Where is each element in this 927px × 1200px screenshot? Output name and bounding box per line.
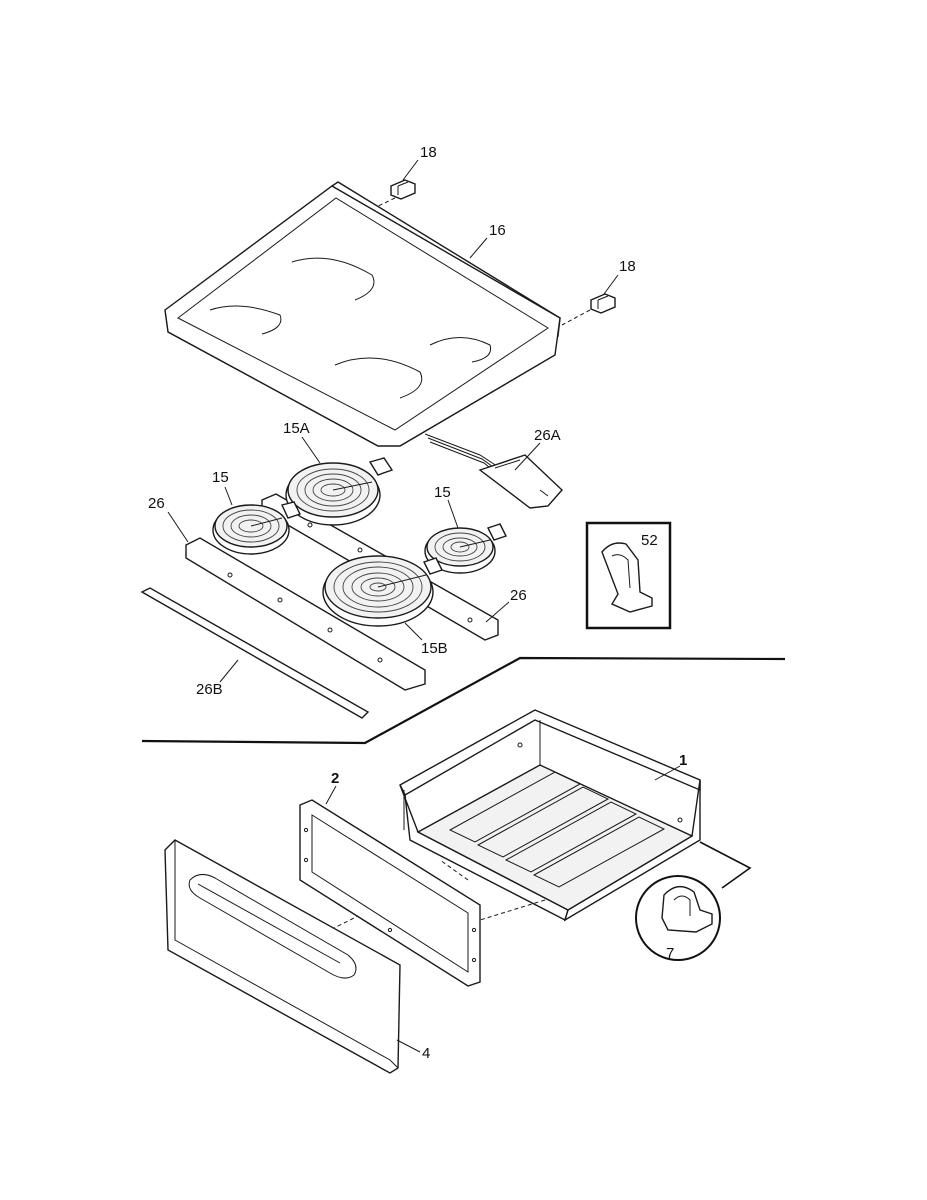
label-4: 4 [422, 1045, 430, 1062]
inset-7-leader [699, 841, 752, 889]
part-18-clip-top [390, 159, 419, 200]
part-15-element-left [212, 486, 301, 555]
part-15-element-right [424, 499, 507, 574]
part-2-drawer-frame [299, 785, 481, 987]
part-52-inset: 52 [585, 521, 672, 630]
label-15A: 15A [283, 420, 310, 437]
label-26B: 26B [196, 681, 223, 698]
part-15B-element [322, 555, 443, 641]
part-26A-harness [424, 433, 563, 509]
part-4-drawer-front [164, 839, 421, 1074]
section-divider [141, 656, 786, 745]
label-15-left: 15 [212, 469, 229, 486]
part-18-clip-right [561, 274, 619, 326]
part-16-cooktop [164, 181, 561, 447]
label-2: 2 [331, 770, 339, 787]
label-15-right: 15 [434, 484, 451, 501]
part-26-bracket-left [167, 511, 426, 691]
label-26-right: 26 [510, 587, 527, 604]
part-1-drawer-body [399, 709, 701, 922]
label-18-top: 18 [420, 144, 437, 161]
label-52: 52 [641, 532, 658, 549]
label-1: 1 [679, 752, 687, 769]
label-26-left: 26 [148, 495, 165, 512]
part-7-inset: 7 [635, 875, 721, 962]
label-18-right: 18 [619, 258, 636, 275]
part-15A-element [285, 436, 394, 526]
label-16: 16 [489, 222, 506, 239]
part-26B-trim [140, 587, 370, 719]
label-15B: 15B [421, 640, 448, 657]
label-26A: 26A [534, 427, 561, 444]
label-7: 7 [666, 945, 674, 962]
